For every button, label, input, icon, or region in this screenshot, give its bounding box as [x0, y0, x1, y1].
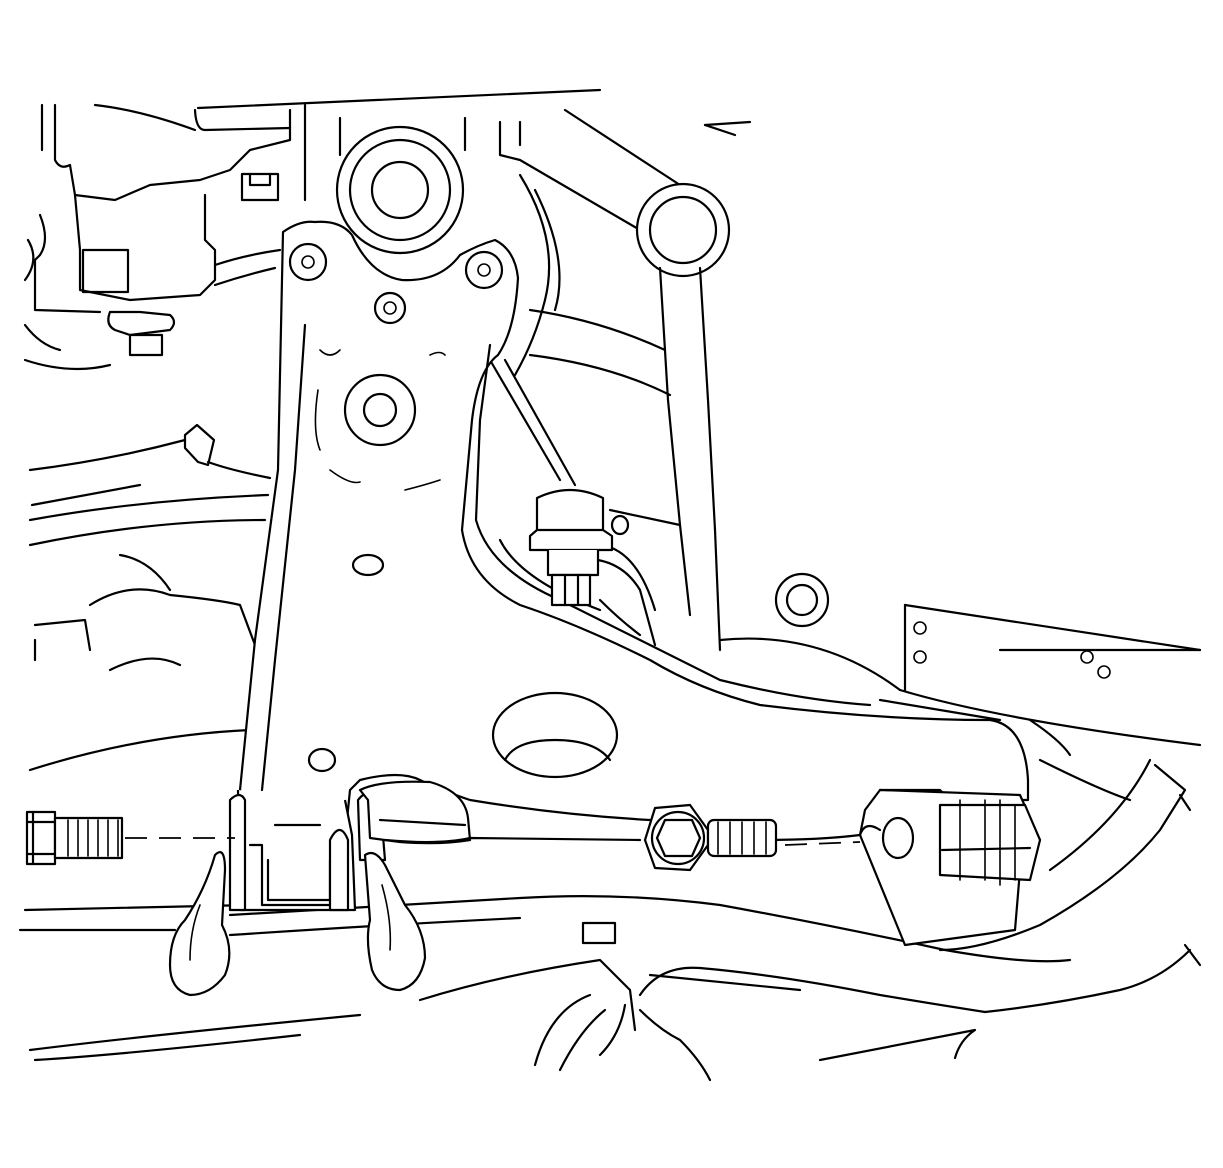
ball-joint: [528, 488, 657, 647]
pry-bar-tools: [168, 851, 427, 997]
front-bushing-bracket: [228, 780, 642, 912]
steering-knuckle-area: [23, 88, 752, 371]
rear-pivot-bolt: [643, 803, 861, 872]
right-frame-rail: [718, 572, 1202, 952]
stabilizer-link: [488, 173, 731, 652]
lower-control-arm: [238, 125, 1042, 947]
crossmember: [228, 895, 1202, 1082]
front-pivot-bolt: [25, 810, 235, 866]
